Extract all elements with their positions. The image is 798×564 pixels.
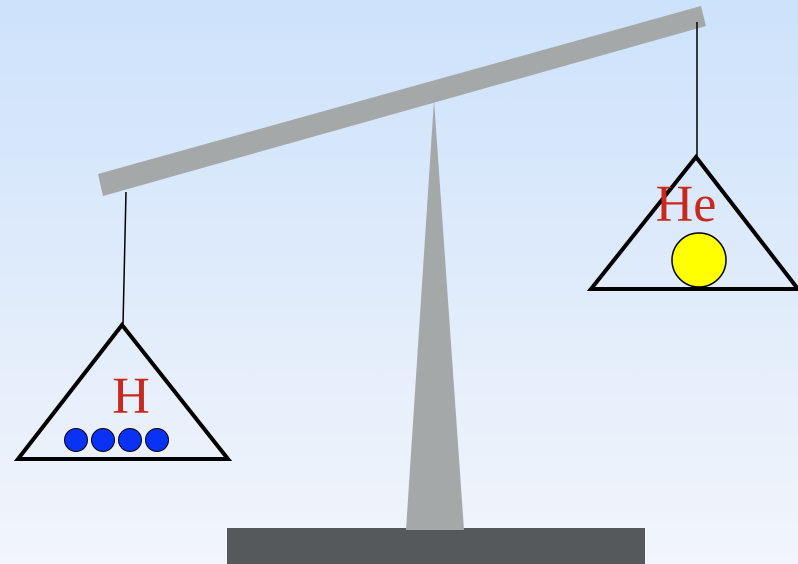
left-pan-string: [122, 191, 127, 326]
helium-particle: [671, 232, 727, 288]
left-pan: H: [13, 321, 233, 461]
left-pan-triangle: [13, 321, 233, 461]
left-pan-label: H: [112, 368, 150, 425]
left-pan-particles: [64, 428, 169, 452]
hydrogen-particle: [64, 428, 88, 452]
hydrogen-particle: [118, 428, 142, 452]
right-pan-label: He: [656, 176, 717, 233]
hydrogen-particle: [91, 428, 115, 452]
scale-beam: [98, 6, 706, 196]
scale-base: [227, 528, 645, 564]
hydrogen-particle: [145, 428, 169, 452]
right-pan-triangle: [586, 153, 798, 291]
scale-pillar: [406, 100, 464, 530]
right-pan: He: [586, 153, 798, 291]
